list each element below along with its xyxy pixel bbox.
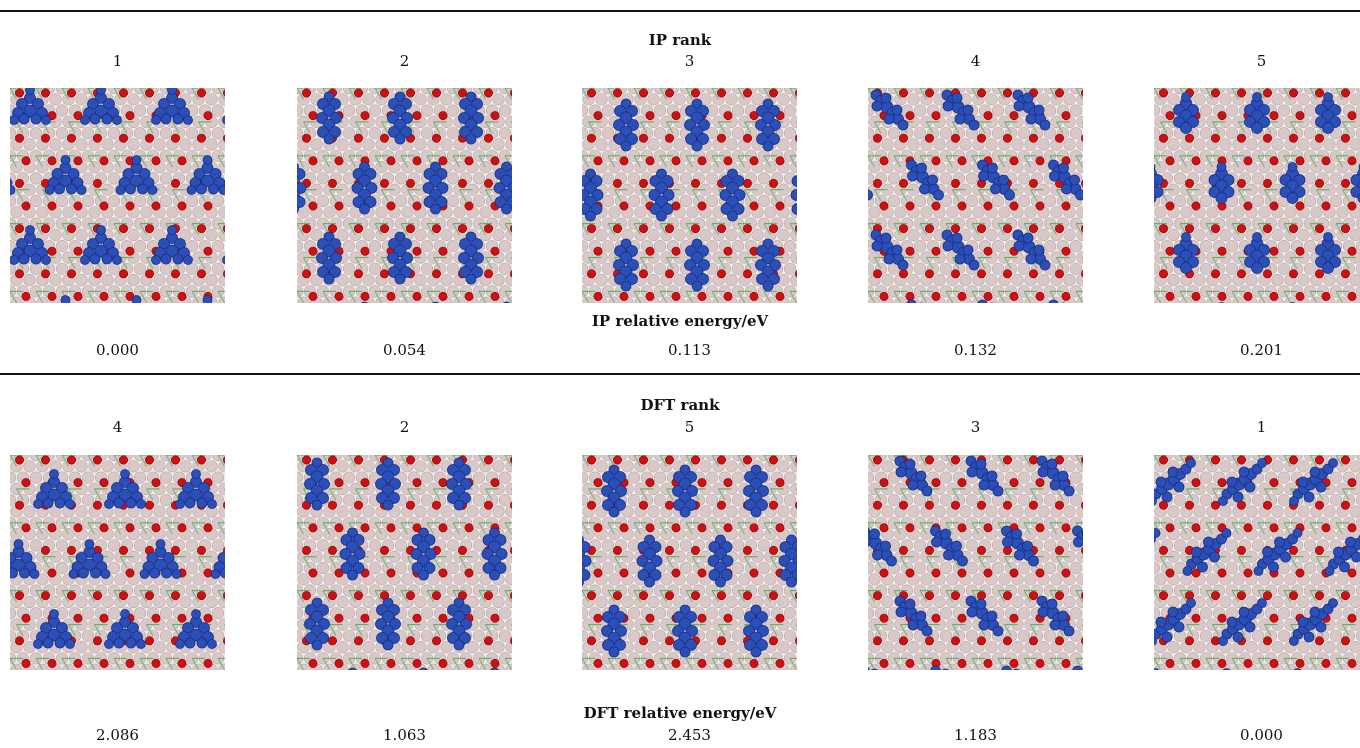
ip-energy-value: 0.000 [8,341,228,359]
dft-rank-label: 2 [295,418,515,436]
ip-rank-label: 4 [866,52,1086,70]
ip-rank-heading: IP rank [0,31,1360,49]
dft-energy-heading: DFT relative energy/eV [0,704,1360,722]
ip-structure-image [1154,88,1360,303]
dft-surface-structure [1154,455,1360,670]
ip-rank-label: 5 [1152,52,1360,70]
ip-energy-value: 0.054 [295,341,515,359]
dft-surface-structure [582,455,797,670]
dft-energy-value: 1.183 [866,726,1086,744]
ip-energy-value: 0.201 [1152,341,1360,359]
ip-structure-image [297,88,512,303]
ip-rank-label: 3 [580,52,800,70]
dft-energy-value: 1.063 [295,726,515,744]
ip-energy-value: 0.113 [580,341,800,359]
ip-energy-heading: IP relative energy/eV [0,312,1360,330]
middle-rule [0,373,1360,375]
dft-rank-label: 5 [580,418,800,436]
ip-energy-value: 0.132 [866,341,1086,359]
dft-structure-image [1154,455,1360,670]
dft-structure-image [868,455,1083,670]
ip-surface-structure [868,88,1083,303]
dft-energy-value: 2.086 [8,726,228,744]
ip-surface-structure [297,88,512,303]
dft-rank-label: 4 [8,418,228,436]
dft-energy-value: 0.000 [1152,726,1360,744]
dft-surface-structure [297,455,512,670]
ip-rank-label: 1 [8,52,228,70]
ip-surface-structure [582,88,797,303]
dft-structure-image [10,455,225,670]
top-rule [0,10,1360,12]
dft-surface-structure [868,455,1083,670]
dft-energy-value: 2.453 [580,726,800,744]
dft-rank-heading: DFT rank [0,396,1360,414]
ip-surface-structure [10,88,225,303]
ip-surface-structure [1154,88,1360,303]
ip-structure-image [10,88,225,303]
ip-rank-label: 2 [295,52,515,70]
ip-structure-image [868,88,1083,303]
dft-rank-label: 3 [866,418,1086,436]
dft-structure-image [582,455,797,670]
ip-structure-image [582,88,797,303]
dft-surface-structure [10,455,225,670]
dft-rank-label: 1 [1152,418,1360,436]
dft-structure-image [297,455,512,670]
